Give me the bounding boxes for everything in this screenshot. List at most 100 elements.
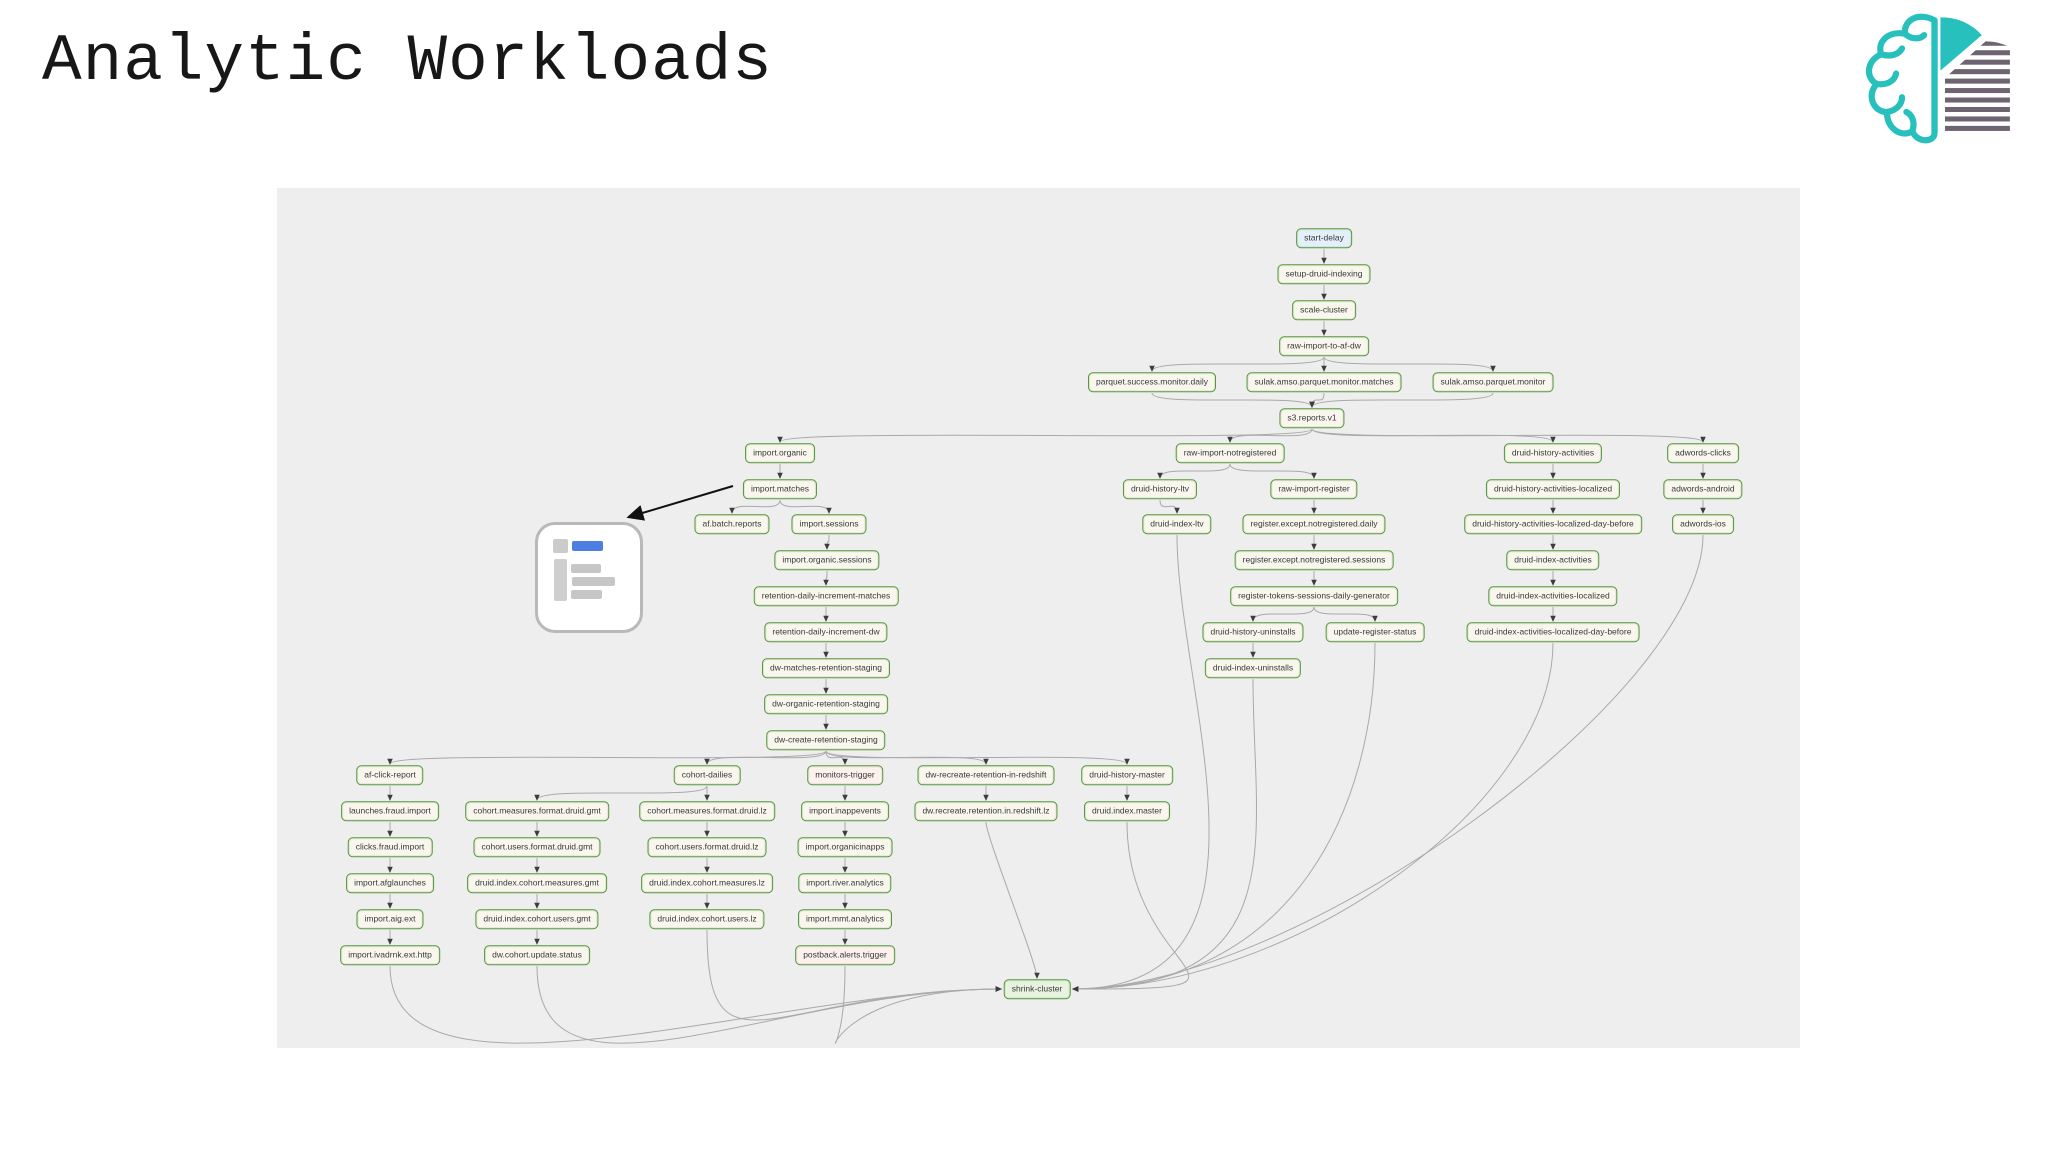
brain-analytics-logo-icon — [1866, 13, 2010, 144]
dag-node-dw-recreate-retention-in-redshift: dw-recreate-retention-in-redshift — [917, 765, 1055, 785]
dag-node-cohort.measures.format.druid.gmt: cohort.measures.format.druid.gmt — [465, 801, 609, 821]
dag-node-import.river.analytics: import.river.analytics — [798, 873, 892, 893]
dag-node-import.organic.sessions: import.organic.sessions — [774, 550, 880, 570]
dag-edge — [704, 750, 827, 765]
doc-icon-line-2 — [572, 577, 615, 586]
dag-edge — [1311, 428, 1706, 443]
dag-node-druid.index.cohort.measures.lz: druid.index.cohort.measures.lz — [641, 873, 773, 893]
dag-node-druid-index-activities: druid-index-activities — [1506, 550, 1600, 570]
dag-node-raw-import-to-af-dw: raw-import-to-af-dw — [1279, 336, 1369, 356]
dag-edge — [985, 821, 1040, 979]
dag-node-druid.index.cohort.measures.gmt: druid.index.cohort.measures.gmt — [467, 873, 607, 893]
dag-node-shrink-cluster: shrink-cluster — [1003, 979, 1071, 999]
dag-node-adwords-android: adwords-android — [1663, 479, 1743, 499]
dag-node-start-delay: start-delay — [1296, 228, 1352, 248]
dag-edges-layer — [387, 249, 1706, 1044]
dag-node-druid-index-ltv: druid-index-ltv — [1142, 514, 1212, 534]
dag-node-import.afglaunches: import.afglaunches — [346, 873, 434, 893]
dag-node-adwords-clicks: adwords-clicks — [1667, 443, 1739, 463]
dag-node-setup-druid-indexing: setup-druid-indexing — [1277, 264, 1371, 284]
dag-edge — [1227, 428, 1313, 443]
dag-edge — [823, 570, 829, 586]
dag-node-parquet.success.monitor.daily: parquet.success.monitor.daily — [1088, 372, 1216, 392]
doc-icon-line-1 — [571, 564, 601, 573]
dag-node-import.ivadrnk.ext.http: import.ivadrnk.ext.http — [340, 945, 440, 965]
dag-node-druid-history-master: druid-history-master — [1081, 765, 1173, 785]
dag-node-update-register-status: update-register-status — [1325, 622, 1425, 642]
dag-edge — [706, 929, 1002, 1021]
dag-edge — [777, 428, 1313, 443]
dag-edge — [825, 750, 848, 765]
dag-node-cohort.measures.format.druid.lz: cohort.measures.format.druid.lz — [639, 801, 775, 821]
dag-edge — [1149, 356, 1325, 372]
dag-edge — [387, 750, 827, 765]
dag-edge — [1072, 821, 1190, 992]
dag-node-cohort.users.format.druid.gmt: cohort.users.format.druid.gmt — [473, 837, 601, 857]
dag-node-cohort.users.format.druid.lz: cohort.users.format.druid.lz — [647, 837, 767, 857]
dag-edge — [779, 499, 832, 514]
dag-edge — [1151, 392, 1315, 408]
dag-edge — [1309, 392, 1494, 408]
logo-brain-outline — [1866, 13, 1938, 144]
dag-node-druid-history-activities: druid-history-activities — [1503, 443, 1603, 463]
dag-edge — [1072, 642, 1554, 992]
dag-edge — [536, 965, 1002, 1044]
doc-icon-line-3 — [571, 590, 602, 599]
dag-edge — [534, 785, 708, 801]
dag-node-druid.index.cohort.users.gmt: druid.index.cohort.users.gmt — [475, 909, 599, 929]
doc-icon-side-bar — [554, 559, 567, 601]
dag-edge — [1072, 534, 1210, 992]
dag-node-s3.reports.v1: s3.reports.v1 — [1279, 408, 1345, 428]
dag-edge — [1323, 356, 1496, 372]
dag-node-import.aig.ext: import.aig.ext — [356, 909, 424, 929]
dag-node-register-tokens-sessions-daily-generator: register-tokens-sessions-daily-generator — [1230, 586, 1398, 606]
dag-node-druid-history-ltv: druid-history-ltv — [1122, 479, 1198, 499]
doc-icon-bullet — [553, 539, 568, 553]
dag-node-druid-history-uninstalls: druid-history-uninstalls — [1202, 622, 1304, 642]
dag-edge — [1229, 463, 1317, 479]
dag-edge — [1250, 606, 1315, 622]
dag-node-sulak.amso.parquet.monitor.matches: sulak.amso.parquet.monitor.matches — [1246, 372, 1402, 392]
dag-node-druid-index-uninstalls: druid-index-uninstalls — [1204, 658, 1302, 678]
dag-node-dw-matches-retention-staging: dw-matches-retention-staging — [762, 658, 890, 678]
dag-node-import.organicinapps: import.organicinapps — [797, 837, 893, 857]
dag-node-import.organic: import.organic — [745, 443, 815, 463]
dag-edge — [1157, 463, 1231, 479]
dag-node-dw.recreate.retention.in.redshift.lz: dw.recreate.retention.in.redshift.lz — [914, 801, 1058, 821]
annotation-arrow — [626, 485, 734, 521]
dag-node-import.inappevents: import.inappevents — [801, 801, 889, 821]
dag-node-druid-index-activities-localized: druid-index-activities-localized — [1488, 586, 1618, 606]
dag-edge — [1159, 499, 1180, 514]
dag-node-clicks.fraud.import: clicks.fraud.import — [347, 837, 433, 857]
dag-node-register.except.notregistered.sessions: register.except.notregistered.sessions — [1234, 550, 1394, 570]
dag-node-monitors-trigger: monitors-trigger — [807, 765, 883, 785]
doc-icon-highlight-bar — [572, 541, 603, 551]
dag-node-dw.cohort.update.status: dw.cohort.update.status — [484, 945, 590, 965]
dag-node-raw-import-notregistered: raw-import-notregistered — [1175, 443, 1285, 463]
dag-node-dw-create-retention-staging: dw-create-retention-staging — [766, 730, 886, 750]
dag-node-import.matches: import.matches — [742, 479, 818, 499]
dag-node-scale-cluster: scale-cluster — [1292, 300, 1356, 320]
dag-node-af.batch.reports: af.batch.reports — [694, 514, 770, 534]
dag-node-retention-daily-increment-matches: retention-daily-increment-matches — [753, 586, 899, 606]
dag-node-af-click-report: af-click-report — [356, 765, 424, 785]
dag-node-import.sessions: import.sessions — [791, 514, 867, 534]
dag-node-druid-history-activities-localized-day-before: druid-history-activities-localized-day-b… — [1464, 514, 1642, 534]
dag-node-cohort-dailies: cohort-dailies — [673, 765, 741, 785]
dag-node-retention-daily-increment-dw: retention-daily-increment-dw — [764, 622, 888, 642]
dag-node-postback.alerts.trigger: postback.alerts.trigger — [795, 945, 895, 965]
dag-node-druid.index.cohort.users.lz: druid.index.cohort.users.lz — [649, 909, 765, 929]
page-title: Analytic Workloads — [42, 24, 773, 99]
dag-edge — [1313, 606, 1378, 622]
dag-edge — [1072, 534, 1704, 992]
dag-node-adwords-ios: adwords-ios — [1672, 514, 1734, 534]
dag-node-druid-index-activities-localized-day-before: druid-index-activities-localized-day-bef… — [1466, 622, 1640, 642]
document-list-icon — [535, 522, 643, 633]
dag-edge — [825, 750, 1130, 765]
dag-edge — [834, 965, 1002, 1044]
dag-node-launches.fraud.import: launches.fraud.import — [341, 801, 439, 821]
dag-node-register.except.notregistered.daily: register.except.notregistered.daily — [1242, 514, 1386, 534]
dag-node-raw-import-register: raw-import-register — [1270, 479, 1358, 499]
dag-node-druid.index.master: druid.index.master — [1084, 801, 1170, 821]
dag-node-import.mmt.analytics: import.mmt.analytics — [798, 909, 892, 929]
